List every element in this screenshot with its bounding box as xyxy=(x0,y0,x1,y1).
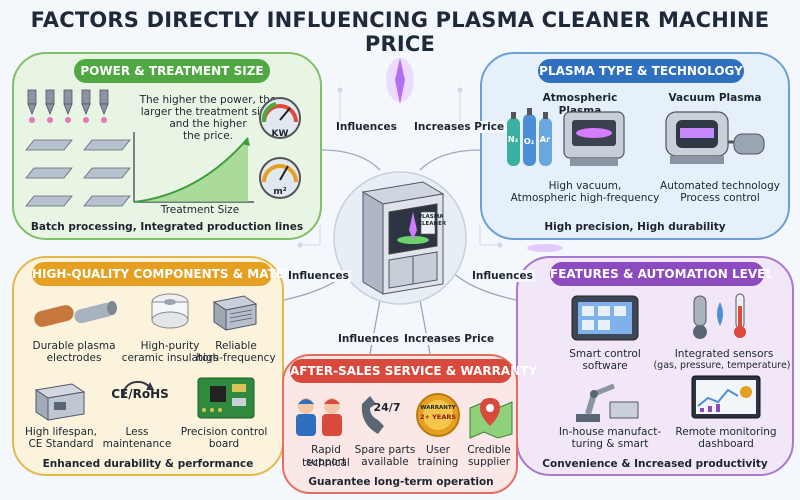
banner-features: FEATURES & AUTOMATION LEVEL xyxy=(550,262,773,286)
nozzle-icons xyxy=(27,89,109,123)
panel-features xyxy=(516,256,794,476)
control-board-icon xyxy=(197,377,255,419)
comp-item6-a: Precision control xyxy=(180,426,268,438)
electrodes-icon xyxy=(34,301,117,327)
components-footer: Enhanced durability & performance xyxy=(42,458,254,470)
relation-influences-components: Influences xyxy=(286,270,351,282)
phone-24-7-icon xyxy=(361,396,384,434)
gas-cylinders-icon xyxy=(507,108,552,166)
relation-influences-after: Influences xyxy=(336,333,401,345)
atmospheric-chamber-icon xyxy=(563,111,625,166)
phone-24-7-label: 24/7 xyxy=(373,401,401,414)
banner-components: HIGH-QUALITY COMPONENTS & MATERIALS xyxy=(32,262,323,286)
ceramic-insulators-icon xyxy=(151,293,189,329)
relation-influences-power: Influences xyxy=(334,121,399,133)
supplier-map-icon xyxy=(469,398,513,439)
growth-curve-icon xyxy=(133,132,254,203)
banner-power: POWER & TREATMENT SIZE xyxy=(74,59,270,83)
machine-label: PLASMA CLEANER xyxy=(418,214,447,227)
smart-control-tablet-icon xyxy=(571,295,639,341)
banner-after-sales: AFTER-SALES SERVICE & WARRANTY xyxy=(290,359,537,383)
power-supply-box-icon xyxy=(34,383,86,421)
gas-o2: O₂ xyxy=(523,137,535,146)
after-item3-b: training xyxy=(417,456,459,468)
relation-influences-features: Influences xyxy=(470,270,535,282)
features-footer: Convenience & Increased productivity xyxy=(542,458,768,470)
power-desc-1: The higher the power, the xyxy=(139,94,277,106)
gas-ar: Ar xyxy=(539,135,551,144)
technicians-icon xyxy=(296,398,342,436)
area-gauge-label: m² xyxy=(273,187,287,197)
feat-item1-a: Smart control xyxy=(569,348,641,360)
relation-increases-price-plasma: Increases Price xyxy=(412,121,507,133)
power-footer: Batch processing, Integrated production … xyxy=(30,221,304,233)
monitoring-dashboard-icon xyxy=(691,375,761,419)
comp-item5-a: Less xyxy=(125,426,149,438)
power-desc-4: the price. xyxy=(182,130,234,142)
plasma-left-1: High vacuum, xyxy=(548,180,622,192)
warranty-badge-text-2: 2+ YEARS xyxy=(419,413,457,421)
power-desc-3: and the higher xyxy=(169,118,247,130)
plasma-right-2: Process control xyxy=(680,192,760,204)
ce-rohs-label: CE/RoHS xyxy=(111,387,169,401)
substrate-plates-icon xyxy=(25,139,131,207)
feat-item2-a: Integrated sensors xyxy=(674,348,774,360)
vacuum-chamber-icon xyxy=(665,111,765,164)
hf-generator-icon xyxy=(212,295,258,331)
warranty-badge-text-1: WARRANTY xyxy=(420,405,456,411)
after-item1-a: Rapid technical xyxy=(302,444,350,469)
after-item4-b: supplier xyxy=(467,456,511,468)
comp-item1-a: Durable plasma xyxy=(32,340,116,352)
after-item1-b: support xyxy=(305,456,347,468)
feat-item4-a: Remote monitoring xyxy=(675,426,777,438)
relation-increases-price-after: Increases Price xyxy=(402,333,497,345)
plasma-footer: High precision, High durability xyxy=(544,221,726,233)
maintenance-cycle-icon xyxy=(122,380,154,397)
sensors-icon xyxy=(693,293,746,339)
comp-item2-a: High-purity xyxy=(140,340,200,352)
comp-item4-b: CE Standard xyxy=(28,438,94,450)
plasma-left-2: Atmospheric high-frequency xyxy=(510,192,660,204)
after-item3-a: User xyxy=(426,444,450,456)
comp-item1-b: electrodes xyxy=(46,352,102,364)
banner-plasma: PLASMA TYPE & TECHNOLOGY xyxy=(538,59,744,83)
after-item2-a: Spare parts xyxy=(354,444,416,456)
vacuum-title: Vacuum Plasma xyxy=(668,92,762,104)
comp-item3-a: Reliable xyxy=(215,340,257,352)
feat-item2-b: (gas, pressure, temperature) xyxy=(653,360,791,371)
comp-item5-b: maintenance xyxy=(102,438,172,450)
warranty-badge-icon xyxy=(416,393,460,437)
power-desc-2: larger the treatment size, xyxy=(140,106,276,118)
after-sales-footer: Guarantee long-term operation xyxy=(308,476,494,488)
after-item2-b: available xyxy=(361,456,409,468)
feat-item3-b: turing & smart xyxy=(571,438,649,450)
kw-gauge-label: KW xyxy=(271,129,289,139)
comp-item3-b: high-frequency xyxy=(196,352,276,364)
page-title: FACTORS DIRECTLY INFLUENCING PLASMA CLEA… xyxy=(30,8,770,56)
comp-item4-a: High lifespan, xyxy=(24,426,98,438)
robot-arm-icon xyxy=(576,383,639,422)
treatment-size-label: Treatment Size xyxy=(160,204,240,216)
comp-item6-b: board xyxy=(208,438,240,450)
plasma-cleaner-machine-icon xyxy=(333,171,467,305)
plasma-right-1: Automated technology xyxy=(660,180,780,192)
feat-item4-b: dashboard xyxy=(698,438,754,450)
feat-item1-b: software xyxy=(582,360,628,372)
feat-item3-a: In-house manufact- xyxy=(558,426,662,438)
plasma-glow-icon xyxy=(386,58,414,104)
panel-components xyxy=(12,256,284,476)
kw-gauge-icon xyxy=(259,97,301,139)
area-gauge-icon xyxy=(259,157,301,199)
comp-item2-b: ceramic insulators xyxy=(121,352,219,364)
gas-n2: N₂ xyxy=(507,135,519,144)
after-item4-a: Credible xyxy=(467,444,511,456)
